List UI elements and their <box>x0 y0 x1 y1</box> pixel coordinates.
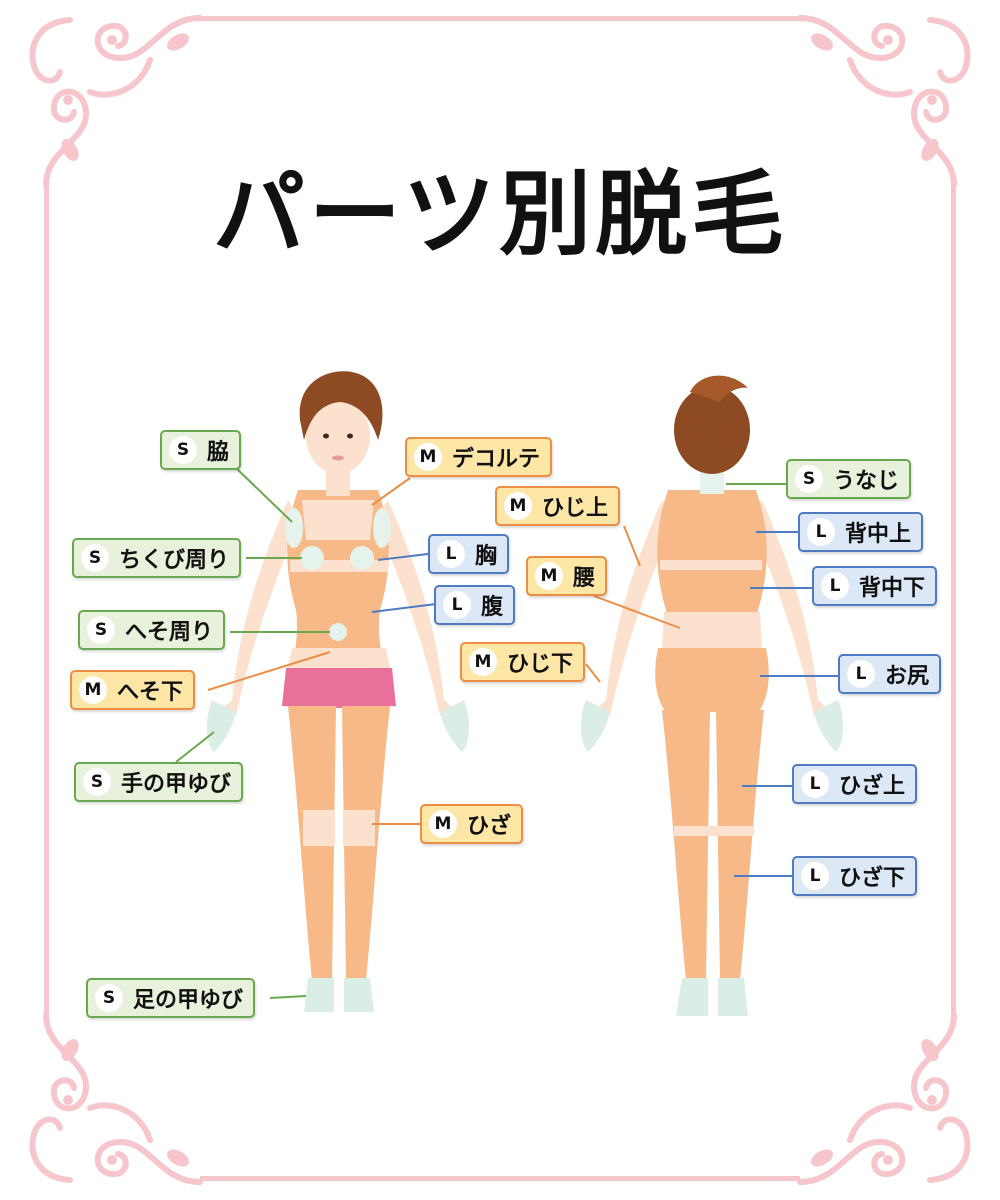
frame-bottom-border <box>200 1176 800 1181</box>
frame-top-border <box>200 16 800 21</box>
frame-left-border <box>44 185 49 1015</box>
frame-right-border <box>951 185 956 1015</box>
front-figure <box>206 371 470 1012</box>
leader-lines <box>175 467 838 999</box>
page-title: パーツ別脱毛 <box>212 161 788 268</box>
back-figure <box>580 375 844 1016</box>
